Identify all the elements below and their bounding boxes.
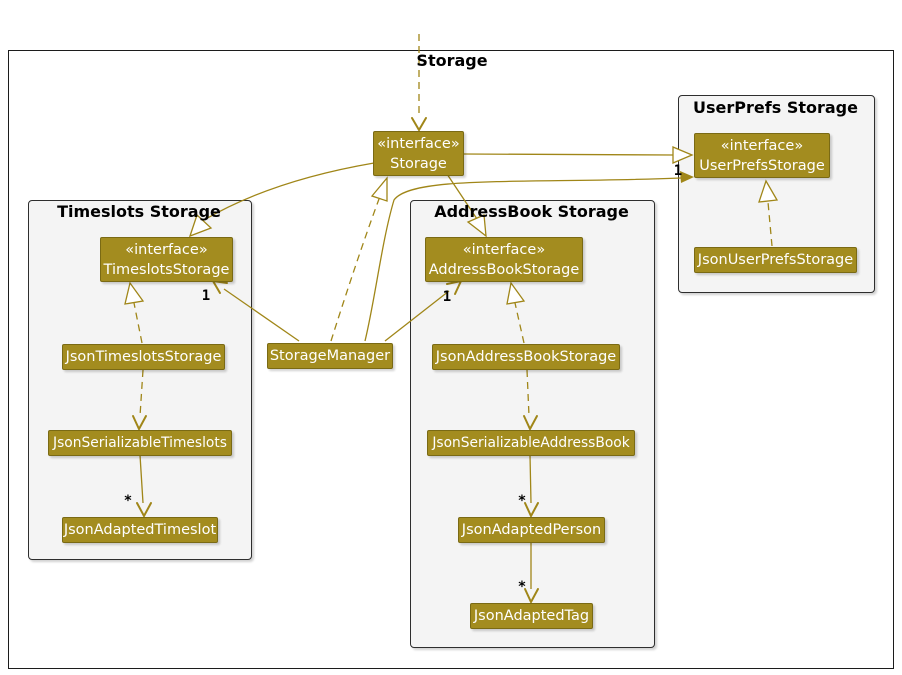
- class-addressbookstorage-stereotype: «interface»: [462, 241, 546, 258]
- class-storagemanager-name: StorageManager: [269, 348, 391, 364]
- class-timeslotsstorage-name: TimeslotsStorage: [103, 261, 230, 278]
- class-jsonadaptedtag: JsonAdaptedTag: [470, 603, 593, 629]
- class-jsonadaptedperson: JsonAdaptedPerson: [458, 517, 605, 543]
- class-userprefsstorage-name: UserPrefsStorage: [699, 157, 825, 174]
- class-jsontimeslotsstorage: JsonTimeslotsStorage: [62, 344, 225, 370]
- class-jsonserializableaddressbook: JsonSerializableAddressBook: [427, 430, 635, 456]
- class-jsonadaptedperson-name: JsonAdaptedPerson: [461, 522, 602, 538]
- class-timeslotsstorage: «interface» TimeslotsStorage: [100, 237, 233, 282]
- diagram-frame: [8, 50, 894, 669]
- class-jsonserializabletimeslots-name: JsonSerializableTimeslots: [53, 435, 227, 451]
- package-title-timeslots: Timeslots Storage: [57, 202, 221, 221]
- class-jsonaddressbookstorage: JsonAddressBookStorage: [432, 344, 620, 370]
- diagram-title: Storage: [416, 51, 488, 70]
- class-jsonadaptedtimeslot: JsonAdaptedTimeslot: [62, 517, 218, 543]
- class-addressbookstorage-name: AddressBookStorage: [428, 261, 580, 278]
- class-storagemanager: StorageManager: [267, 343, 393, 369]
- class-storage-stereotype: «interface»: [377, 135, 460, 152]
- class-jsonuserprefsstorage-name: JsonUserPrefsStorage: [697, 252, 854, 268]
- class-storage: «interface» Storage: [373, 131, 464, 176]
- class-jsonaddressbookstorage-name: JsonAddressBookStorage: [435, 349, 617, 365]
- class-userprefsstorage: «interface» UserPrefsStorage: [694, 133, 830, 178]
- class-jsonadaptedtimeslot-name: JsonAdaptedTimeslot: [63, 522, 217, 538]
- class-jsonuserprefsstorage: JsonUserPrefsStorage: [694, 247, 857, 273]
- package-title-addressbook: AddressBook Storage: [434, 202, 629, 221]
- class-jsonserializableaddressbook-name: JsonSerializableAddressBook: [432, 435, 630, 451]
- class-storage-name: Storage: [390, 155, 447, 172]
- class-jsonserializabletimeslots: JsonSerializableTimeslots: [48, 430, 232, 456]
- class-jsontimeslotsstorage-name: JsonTimeslotsStorage: [65, 349, 222, 365]
- package-title-userprefs: UserPrefs Storage: [693, 98, 858, 117]
- class-addressbookstorage: «interface» AddressBookStorage: [425, 237, 583, 282]
- class-timeslotsstorage-stereotype: «interface»: [125, 241, 208, 258]
- class-jsonadaptedtag-name: JsonAdaptedTag: [473, 608, 590, 624]
- class-userprefsstorage-stereotype: «interface»: [720, 137, 804, 154]
